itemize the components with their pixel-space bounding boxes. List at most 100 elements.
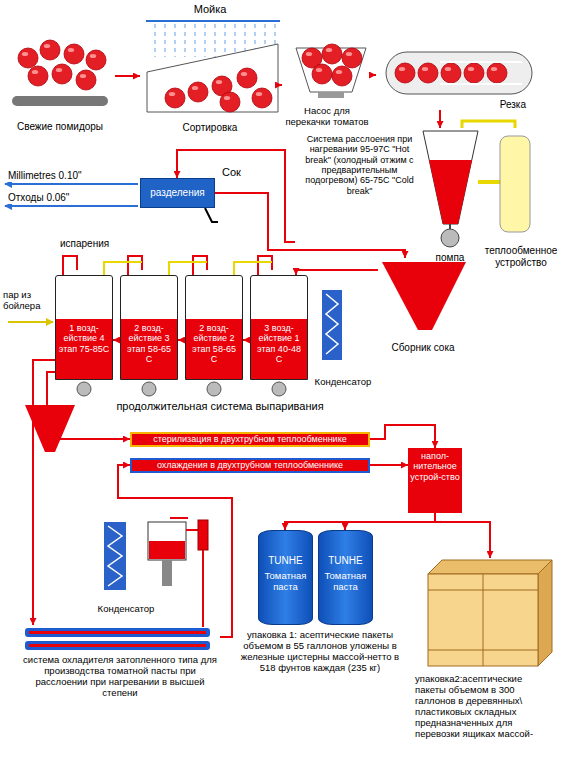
heat-exchanger-band: стерилизация в двухтрубном теплообменник…	[130, 432, 370, 447]
process-box: разделения	[140, 178, 215, 208]
free-label: Отходы 0.06"	[8, 192, 69, 204]
small-cylinder	[198, 520, 208, 550]
evaporator-pumps	[77, 382, 286, 396]
flow-arrow	[243, 339, 250, 341]
barrel: TUNHE Томатная паста	[318, 530, 373, 625]
node-sublabel: Сортировка	[140, 122, 280, 134]
coil-winding	[108, 526, 122, 586]
node-label: Система расслоения при нагревании 95-97С…	[297, 134, 422, 196]
vapor-line	[234, 262, 272, 275]
evaporator-tank: 2 возд-ействие 3 этап 58-65 С	[120, 275, 178, 380]
free-label: Millimetres 0.10"	[8, 170, 82, 182]
crate-side	[538, 560, 552, 666]
pump-symbol	[272, 382, 286, 396]
vapor-pipe	[258, 256, 272, 275]
node-sublabel: помпа	[425, 252, 475, 264]
flow-arrow	[370, 464, 408, 466]
vacuum-vessel	[148, 522, 186, 560]
pipe-outer	[25, 641, 210, 650]
flow-arrow	[178, 339, 185, 341]
condenser-1	[322, 290, 342, 360]
condenser-coil	[104, 522, 126, 590]
sorting-tray	[147, 44, 278, 112]
flow-arrow	[372, 74, 376, 76]
flow-arrow	[280, 84, 282, 86]
pipe-outer	[25, 628, 210, 637]
conveyor	[12, 96, 108, 106]
juice-spout	[205, 208, 218, 222]
node-label: стерилизация в двухтрубном теплообменник…	[132, 434, 368, 445]
flow-arrow	[435, 513, 490, 558]
picture-node: Резка	[376, 40, 536, 110]
node-label: Резка	[500, 99, 526, 111]
pipe-inner	[29, 644, 206, 647]
free-label: пар из бойлера	[3, 290, 53, 312]
picture-node: система охладителя затопленного типа для…	[20, 625, 220, 710]
flow-arrow	[113, 339, 120, 341]
output-arrow	[5, 205, 138, 207]
cutter-body	[386, 52, 532, 94]
flow-arrow	[370, 425, 435, 448]
node-label: система охладителя затопленного типа для…	[20, 655, 220, 699]
heat-exchanger-band: охлаждения в двухтрубном теплообменнике	[130, 458, 370, 473]
node-sublabel: Томатная паста	[321, 571, 370, 593]
pump-symbol	[441, 229, 459, 247]
node-label: упаковка2:асептические пакеты объемом в …	[415, 674, 555, 740]
tomato-pump	[296, 44, 366, 98]
crate-slat	[428, 650, 538, 651]
heat-exchanger	[500, 136, 530, 232]
break-tank-fill	[429, 160, 472, 224]
vapor-pipe	[193, 256, 207, 275]
juice-collector	[382, 262, 466, 330]
picture-node: упаковка2:асептические пакеты объемом в …	[425, 558, 555, 670]
evaporator-tank: 3 возд-ействие 1 этап 40-48 С	[250, 275, 308, 380]
flow-arrow	[462, 121, 515, 128]
pipe	[170, 517, 188, 519]
steam-arrow	[8, 321, 53, 323]
vapor-line	[104, 262, 142, 275]
condenser-coil	[322, 290, 342, 360]
picture-node: Конденсатор	[92, 515, 160, 615]
picture-node: МойкаСортировка	[140, 3, 280, 133]
pump-symbol	[142, 382, 156, 396]
vapor-pipe	[63, 256, 77, 275]
pump-symbol	[207, 382, 221, 396]
node-label: Мойка	[140, 3, 280, 16]
vapor-line	[169, 262, 207, 275]
free-label: продолжительная система выпаривания	[90, 400, 350, 413]
picture-node: теплообменное устройство	[482, 128, 560, 268]
vessel-fill	[149, 541, 185, 559]
vessel-leg	[162, 560, 172, 586]
break-tank	[423, 131, 478, 224]
washer-sorter	[146, 21, 280, 112]
flow-arrow	[439, 110, 441, 128]
node-label: 2 возд-ействие 3 этап 58-65 С	[123, 323, 175, 364]
fresh-tomatoes	[12, 40, 108, 106]
node-label: TUNHE	[319, 555, 372, 567]
node-label: 2 возд-ействие 2 этап 58-65 С	[188, 323, 240, 364]
pump-symbol	[77, 382, 91, 396]
node-label: теплообменное устройство	[482, 245, 560, 268]
node-label: охлаждения в двухтрубном теплообменнике	[132, 460, 368, 471]
evaporator-tank: 2 возд-ействие 2 этап 58-65 С	[185, 275, 243, 380]
free-label: испарения	[60, 238, 109, 250]
spray-bar	[146, 20, 280, 22]
crate-slat	[483, 574, 484, 666]
output-arrow	[5, 183, 138, 185]
crate-slat	[428, 590, 538, 591]
node-label: TUNHE	[259, 555, 312, 567]
blade	[440, 83, 522, 85]
pipe-inner	[29, 631, 206, 634]
free-label: Сок	[222, 166, 241, 179]
picture-node: Сборник сока	[378, 258, 468, 353]
coil-winding	[326, 294, 338, 354]
flow-arrow	[115, 75, 140, 77]
flow-arrow	[285, 513, 435, 530]
process-box: напол-нительное устрой-ство	[408, 448, 462, 513]
flooded-cooler-pipes	[25, 628, 210, 650]
node-label: 3 возд-ействие 1 этап 40-48 С	[253, 323, 305, 364]
vapor-pipe	[128, 256, 142, 275]
pipe	[202, 550, 204, 627]
picture-node: Система расслоения при нагревании 95-97С…	[295, 128, 480, 265]
